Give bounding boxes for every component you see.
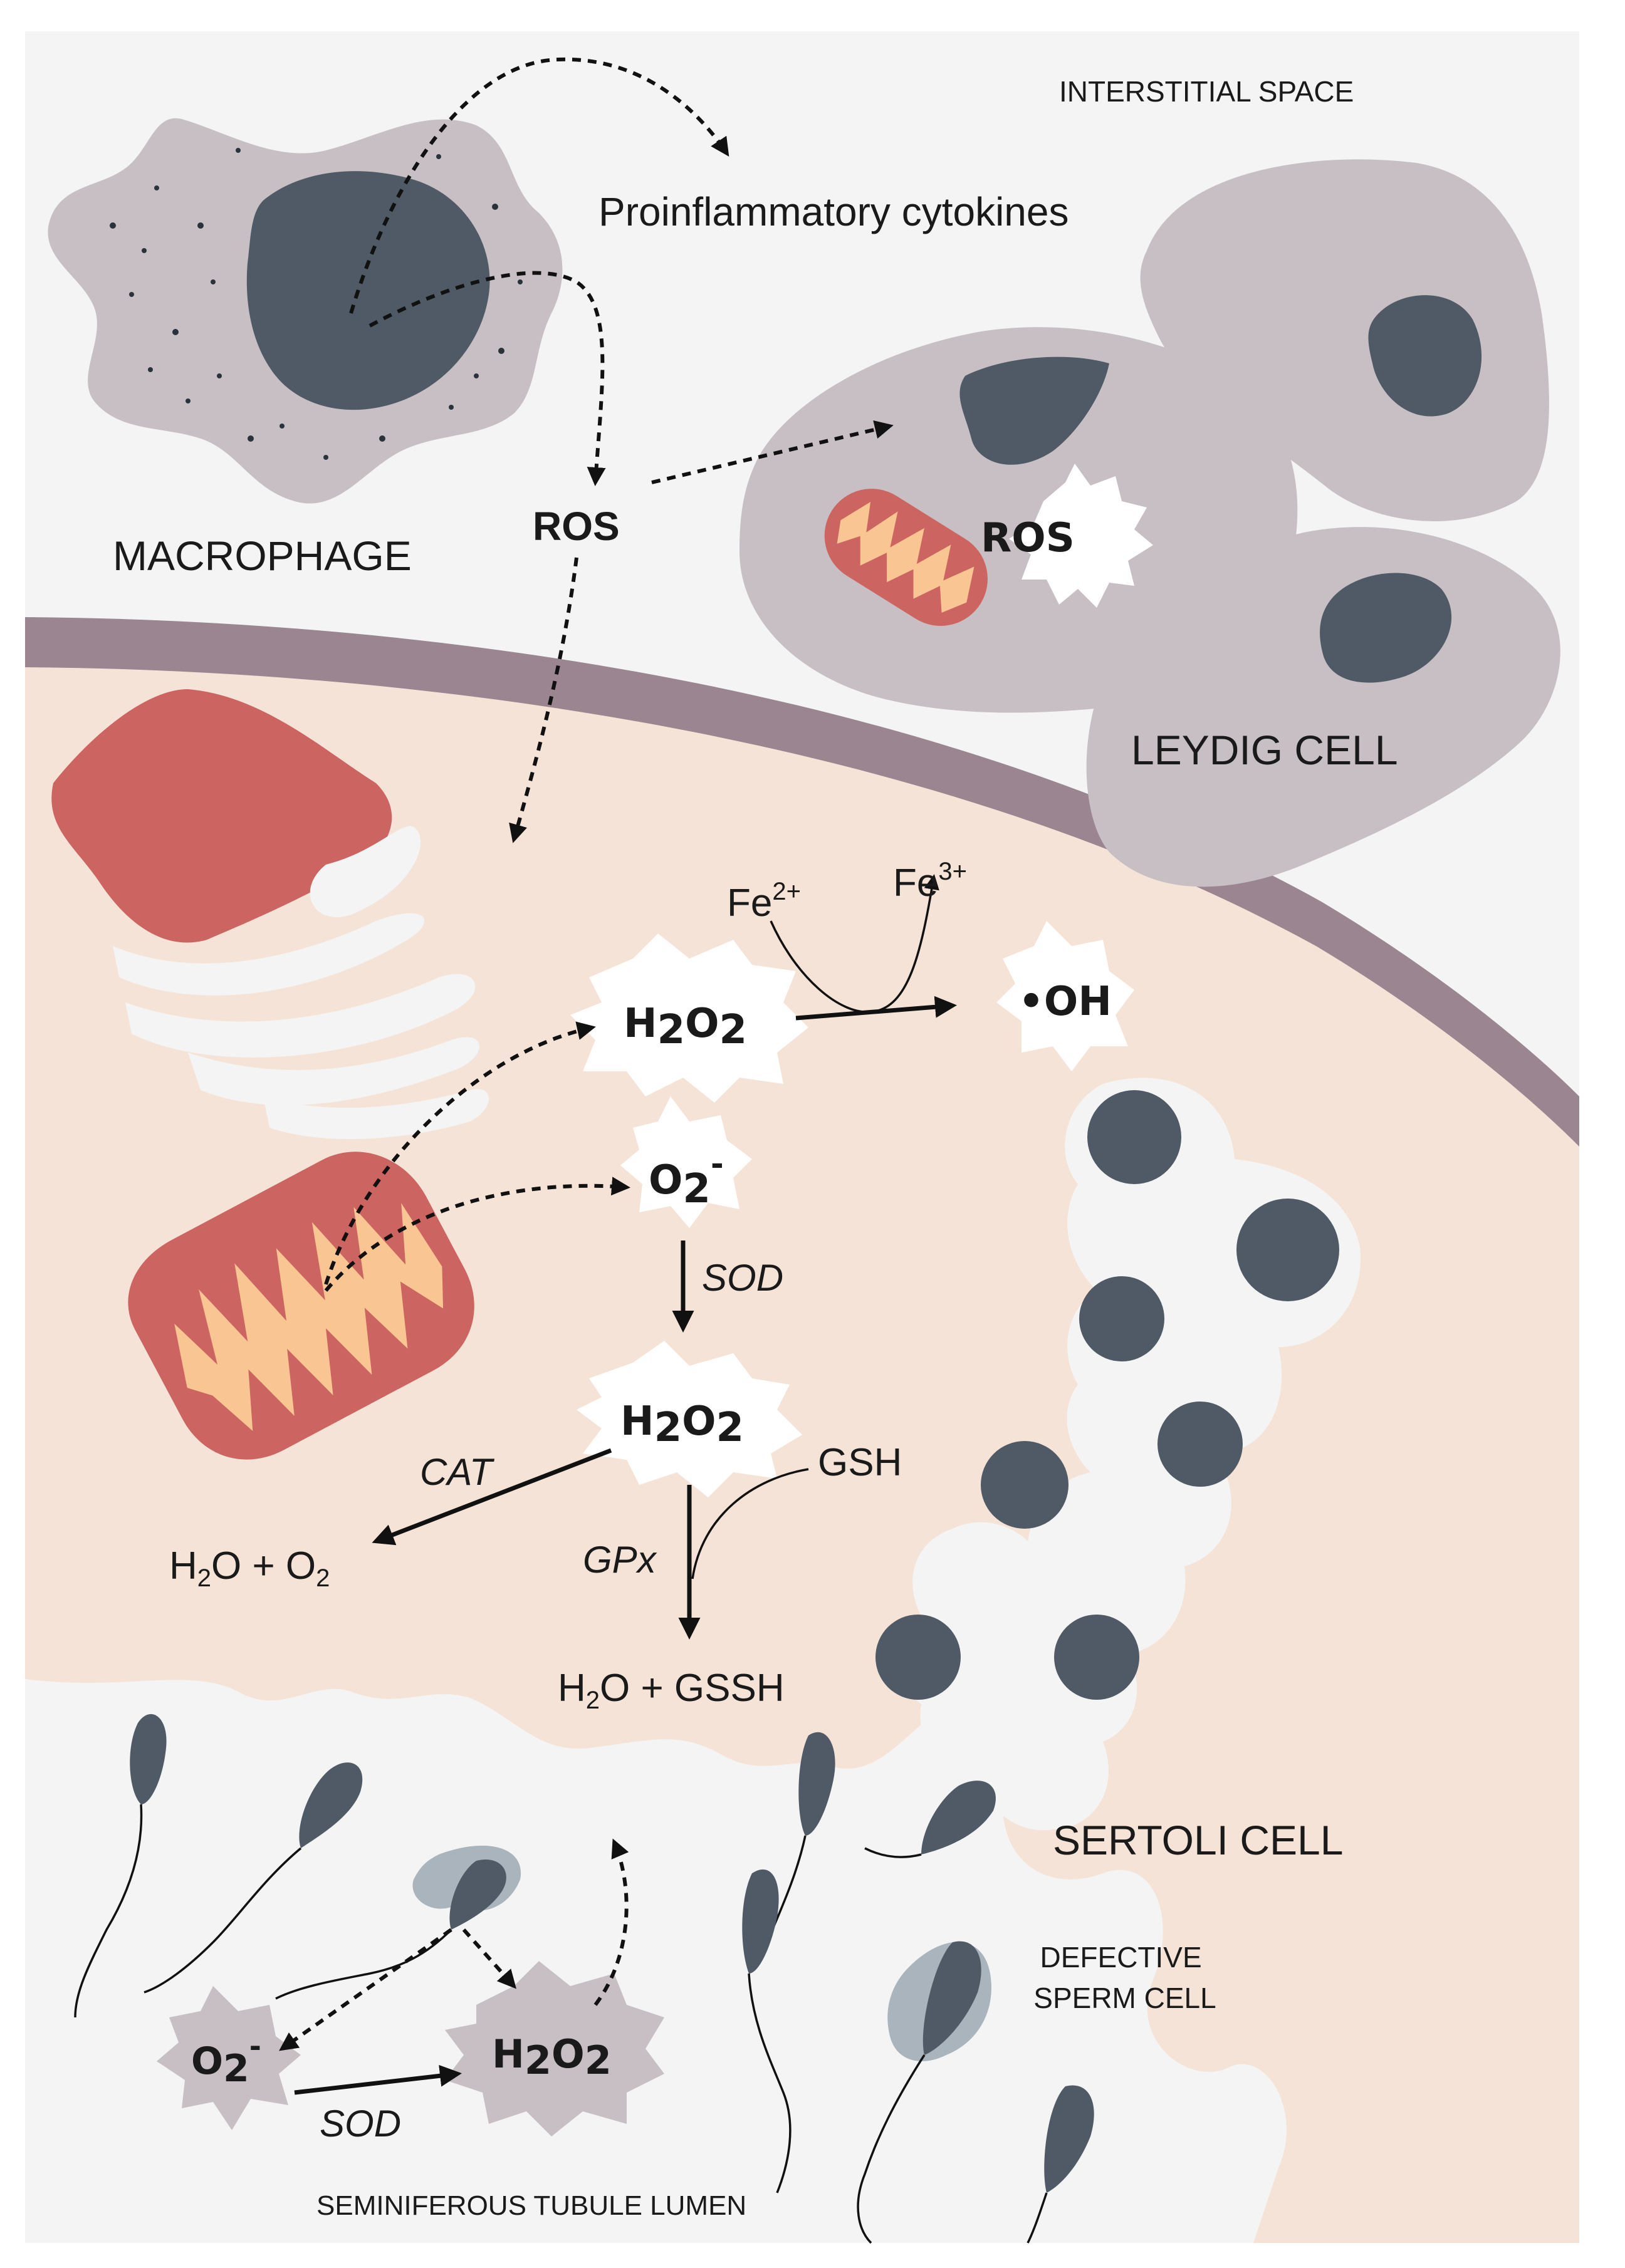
endoplasmic-reticulum <box>51 689 392 943</box>
label-h2o2-top: H2O2 <box>624 1001 747 1053</box>
sertoli-vacuole-chain <box>875 1078 1361 1831</box>
sperm-cell <box>144 1762 363 1994</box>
fe-curve <box>770 874 939 1013</box>
label-sertoli-cell: SERTOLI CELL <box>1053 1817 1343 1863</box>
label-fe3: Fe3+ <box>893 858 967 905</box>
leydig-cell-nucleus <box>959 356 1109 465</box>
spermatogonia-nucleus <box>1079 1276 1164 1361</box>
arrow-h2o2-to-water-oxygen <box>372 1448 612 1546</box>
spermatogonia-nucleus <box>1236 1199 1339 1301</box>
arrow-superoxide-to-h2o2-lumen <box>294 2064 462 2095</box>
macrophage-granules <box>110 148 523 460</box>
label-h2o2-lumen: H2O2 <box>492 2031 612 2083</box>
label-oh-radical: •OH <box>1018 979 1112 1025</box>
sperm-cell <box>864 1781 996 1858</box>
h2o2-starburst-top <box>570 934 808 1103</box>
label-ros-macrophage: ROS <box>533 504 620 549</box>
leydig-cell-nucleus <box>1368 295 1482 417</box>
label-defective-sperm: DEFECTIVE SPERM CELL <box>1033 1941 1216 2014</box>
spermatozoa-group <box>74 1714 1094 2244</box>
superoxide-starburst-lumen <box>157 1986 301 2130</box>
leydig-cell-cluster <box>739 159 1560 887</box>
arrow-ros-to-leydig <box>651 420 894 484</box>
oh-starburst <box>996 921 1134 1071</box>
label-defective-sperm-line2: SPERM CELL <box>1033 1982 1216 2014</box>
label-fe2: Fe2+ <box>727 878 801 925</box>
label-ros-leydig: ROS <box>981 515 1075 561</box>
arrow-sperm-to-superoxide <box>279 1928 452 2051</box>
h2o2-starburst-mid <box>577 1341 802 1497</box>
sperm-cell <box>742 1869 792 2193</box>
arrow-ros-to-sertoli <box>509 557 578 843</box>
sperm-cell <box>1027 2085 1094 2244</box>
sperm-cell-defective <box>275 1845 521 2000</box>
sertoli-mitochondrion <box>128 1152 474 1460</box>
label-interstitial-space: INTERSTITIAL SPACE <box>1059 75 1354 108</box>
label-proinflammatory-cytokines: Proinflammatory cytokines <box>598 189 1069 234</box>
sperm-cell-defective <box>857 1941 991 2244</box>
golgi-apparatus <box>113 826 489 1140</box>
label-lumen: SEMINIFEROUS TUBULE LUMEN <box>316 2190 746 2221</box>
leydig-cell-nucleus <box>1320 573 1452 683</box>
spermatogonia-nucleus <box>1087 1090 1181 1184</box>
sperm-cell <box>74 1714 167 2018</box>
label-sod-lumen: SOD <box>320 2103 401 2145</box>
label-defective-sperm-line1: DEFECTIVE <box>1040 1941 1202 1974</box>
macrophage <box>48 118 563 504</box>
label-sod-cell: SOD <box>702 1257 783 1299</box>
label-leydig-cell: LEYDIG CELL <box>1131 727 1398 773</box>
arrow-sperm-to-h2o2-lumen <box>462 1928 516 1989</box>
macrophage-nucleus <box>246 171 490 410</box>
superoxide-starburst-cell <box>620 1096 752 1228</box>
leydig-cell-body <box>1140 159 1549 522</box>
label-superoxide-cell: O2- <box>649 1146 724 1212</box>
label-gsh: GSH <box>818 1441 902 1484</box>
label-h2o2-mid: H2O2 <box>620 1398 744 1451</box>
h2o2-starburst-lumen <box>445 1961 664 2136</box>
label-product-cat: H2O + O2 <box>169 1544 330 1592</box>
gsh-curve <box>691 1468 809 1579</box>
spermatogonia-nucleus <box>1157 1402 1243 1487</box>
spermatogonia-nucleus <box>875 1615 961 1700</box>
label-macrophage: MACROPHAGE <box>113 533 412 579</box>
arrow-lumen-to-cell <box>593 1838 629 2006</box>
label-product-gpx: H2O + GSSH <box>558 1667 785 1714</box>
label-superoxide-lumen: O2- <box>191 2029 261 2091</box>
arrow-mito-to-h2o2 <box>324 1021 596 1285</box>
spermatogonia-nucleus <box>981 1441 1069 1529</box>
arrow-macrophage-to-cytokines <box>349 57 729 314</box>
leydig-mitochondrion <box>824 489 988 626</box>
ros-starburst-leydig <box>1009 464 1153 608</box>
label-gpx: GPx <box>583 1539 657 1581</box>
label-cat: CAT <box>420 1451 495 1493</box>
basement-membrane <box>25 617 1579 1147</box>
spermatogonia-nucleus <box>1054 1615 1139 1700</box>
